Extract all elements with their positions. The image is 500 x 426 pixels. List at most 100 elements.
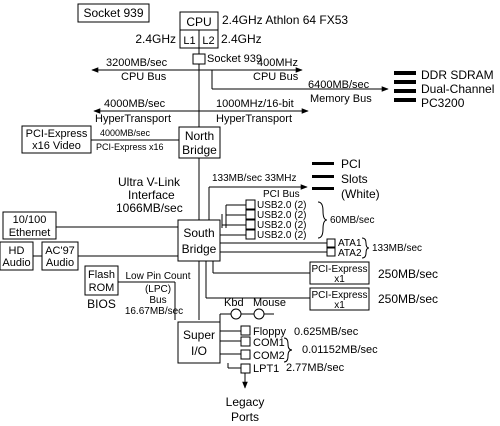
legacy-line2: Ports [231,410,259,424]
legacy-ports-block: Floppy 0.625MB/sec COM1 COM2 0.01152MB/s… [220,325,378,424]
pcie-x1-1-line2: x1 [334,274,345,285]
flash-rom-block: Flash ROM BIOS [84,261,200,320]
memory-line2: Dual-Channel [421,82,494,96]
pcie-x1-2-rate: 250MB/sec [378,292,438,306]
mouse-port-icon [253,308,265,320]
lpc-line4: 16.67MB/sec [125,306,183,317]
north-bridge-line1: North [185,129,214,143]
cpu-socket-text: Socket 939 [207,53,262,65]
vlink-line3: 1066MB/sec [116,201,183,215]
pci-line1: PCI [341,157,361,171]
pci-slot-3 [312,187,334,190]
north-bridge-block: North Bridge Ultra V-Link Interface 1066… [116,126,221,220]
com-rate: 0.01152MB/sec [302,344,378,356]
lpc-label: Low Pin Count (LPC) Bus 16.67MB/sec [125,271,191,317]
cpu-bus-left-label: CPU Bus [121,71,167,83]
floppy-label: Floppy [253,326,287,338]
cpu-bus-left-rate: 3200MB/sec [106,57,168,69]
hypertransport-link: 4000MB/sec HyperTransport 1000MHz/16-bit… [93,98,309,125]
pci-line3: (White) [341,187,380,201]
ata-rate: 133MB/sec [372,243,422,254]
ht-right-rate: 1000MHz/16-bit [216,98,294,110]
floppy-rate: 0.625MB/sec [294,326,359,338]
hd-audio-line1: HD [9,245,25,257]
north-bridge-line2: Bridge [182,143,217,157]
pcie-video-bus: PCI-Express x16 [96,142,164,152]
pcie-x1-block: PCI-Express x1 250MB/sec PCI-Express x1 … [205,261,438,311]
pci-slot-2 [312,175,334,178]
lpc-line2: (LPC) [145,284,171,295]
cpu-block: CPU L1 L2 2.4GHz Athlon 64 FX53 2.4GHz 2… [135,11,348,127]
usb-rate: 60MB/sec [330,215,374,226]
cpu-bus-right-rate: 400MHz [257,57,298,69]
lpc-line1: Low Pin Count [125,271,190,282]
mouse-label: Mouse [253,297,286,309]
ht-right-label: HyperTransport [216,113,292,125]
cpu-l2: L2 [202,35,214,47]
pci-bus-label: PCI Bus [263,189,300,200]
usb-port-2: USB2.0 (2) [257,210,306,221]
pcie-x1-2-line1: PCI-Express [311,290,367,301]
pcie-video-line2: x16 Video [32,140,81,152]
cpu-speed: 2.4GHz Athlon 64 FX53 [222,13,348,27]
com2-label: COM2 [253,350,285,362]
south-bridge-block: South Bridge [177,219,221,262]
memory-bus-label: Memory Bus [310,93,372,105]
pcie-x1-1-line1: PCI-Express [311,264,367,275]
lpt1-rate: 2.77MB/sec [286,362,345,374]
super-io-block: Super I/O [177,321,221,364]
ht-left-rate: 4000MB/sec [104,98,166,110]
memory-line1: DDR SDRAM [421,68,494,82]
socket-label: Socket 939 [83,6,143,20]
ata-port-1: ATA1 [338,238,362,249]
cpu-l1-speed: 2.4GHz [135,32,176,46]
usb-port-4: USB2.0 (2) [257,230,306,241]
pci-bus: 133MB/sec 33MHz PCI Bus PCI Slots (White… [208,157,380,226]
pcie-video-rate: 4000MB/sec [100,128,151,138]
pci-rate: 133MB/sec 33MHz [212,173,296,184]
bios-label: BIOS [87,297,116,311]
dimm-slot-3 [394,89,416,93]
ethernet-block: 10/100 Ethernet [2,211,178,240]
usb-port-1: USB2.0 (2) [257,200,306,211]
ac97-line1: AC'97 [45,245,75,257]
lpt1-label: LPT1 [253,363,279,375]
super-io-line2: I/O [191,344,207,358]
pcie-x1-2-line2: x1 [334,300,345,311]
legacy-line1: Legacy [226,395,265,409]
south-bridge-line2: Bridge [182,242,217,256]
cpu-bus: 3200MB/sec CPU Bus 400MHz CPU Bus [91,57,303,83]
pci-slot-1 [312,162,334,165]
kbd-mouse-block: Kbd Mouse [219,297,286,322]
com1-label: COM1 [253,337,285,349]
memory-line3: PC3200 [421,96,465,110]
kbd-port-icon [230,308,242,320]
flash-rom-line2: ROM [89,282,115,294]
flash-rom-line1: Flash [88,269,115,281]
pci-line2: Slots [341,172,368,186]
ata-port-2: ATA2 [338,248,362,259]
dimm-slot-4 [394,98,416,102]
usb-block: USB2.0 (2) USB2.0 (2) USB2.0 (2) USB2.0 … [220,199,374,241]
usb-port-3: USB2.0 (2) [257,220,306,231]
vlink-line2: Interface [128,188,175,202]
ethernet-line1: 10/100 [13,214,47,226]
kbd-label: Kbd [224,297,244,309]
ac97-line2: Audio [46,257,74,269]
ethernet-line2: Ethernet [9,227,51,239]
cpu-l1: L1 [183,35,195,47]
memory-bus: 6400MB/sec Memory Bus DDR SDRAM Dual-Cha… [211,68,494,110]
cpu-bus-right-label: CPU Bus [253,71,299,83]
vlink-line1: Ultra V-Link [118,175,181,189]
south-bridge-line1: South [183,226,214,240]
cpu-label: CPU [186,15,211,29]
audio-block: HD Audio AC'97 Audio [0,241,178,271]
ht-left-label: HyperTransport [95,113,171,125]
pcie-x1-1-rate: 250MB/sec [378,267,438,281]
socket-label-box: Socket 939 [77,3,150,23]
lpc-line3: Bus [149,295,166,306]
pcie-video-block: PCI-Express x16 Video 4000MB/sec PCI-Exp… [21,125,179,154]
ata-block: ATA1 ATA2 133MB/sec [220,237,422,259]
dimm-slot-1 [394,71,416,75]
